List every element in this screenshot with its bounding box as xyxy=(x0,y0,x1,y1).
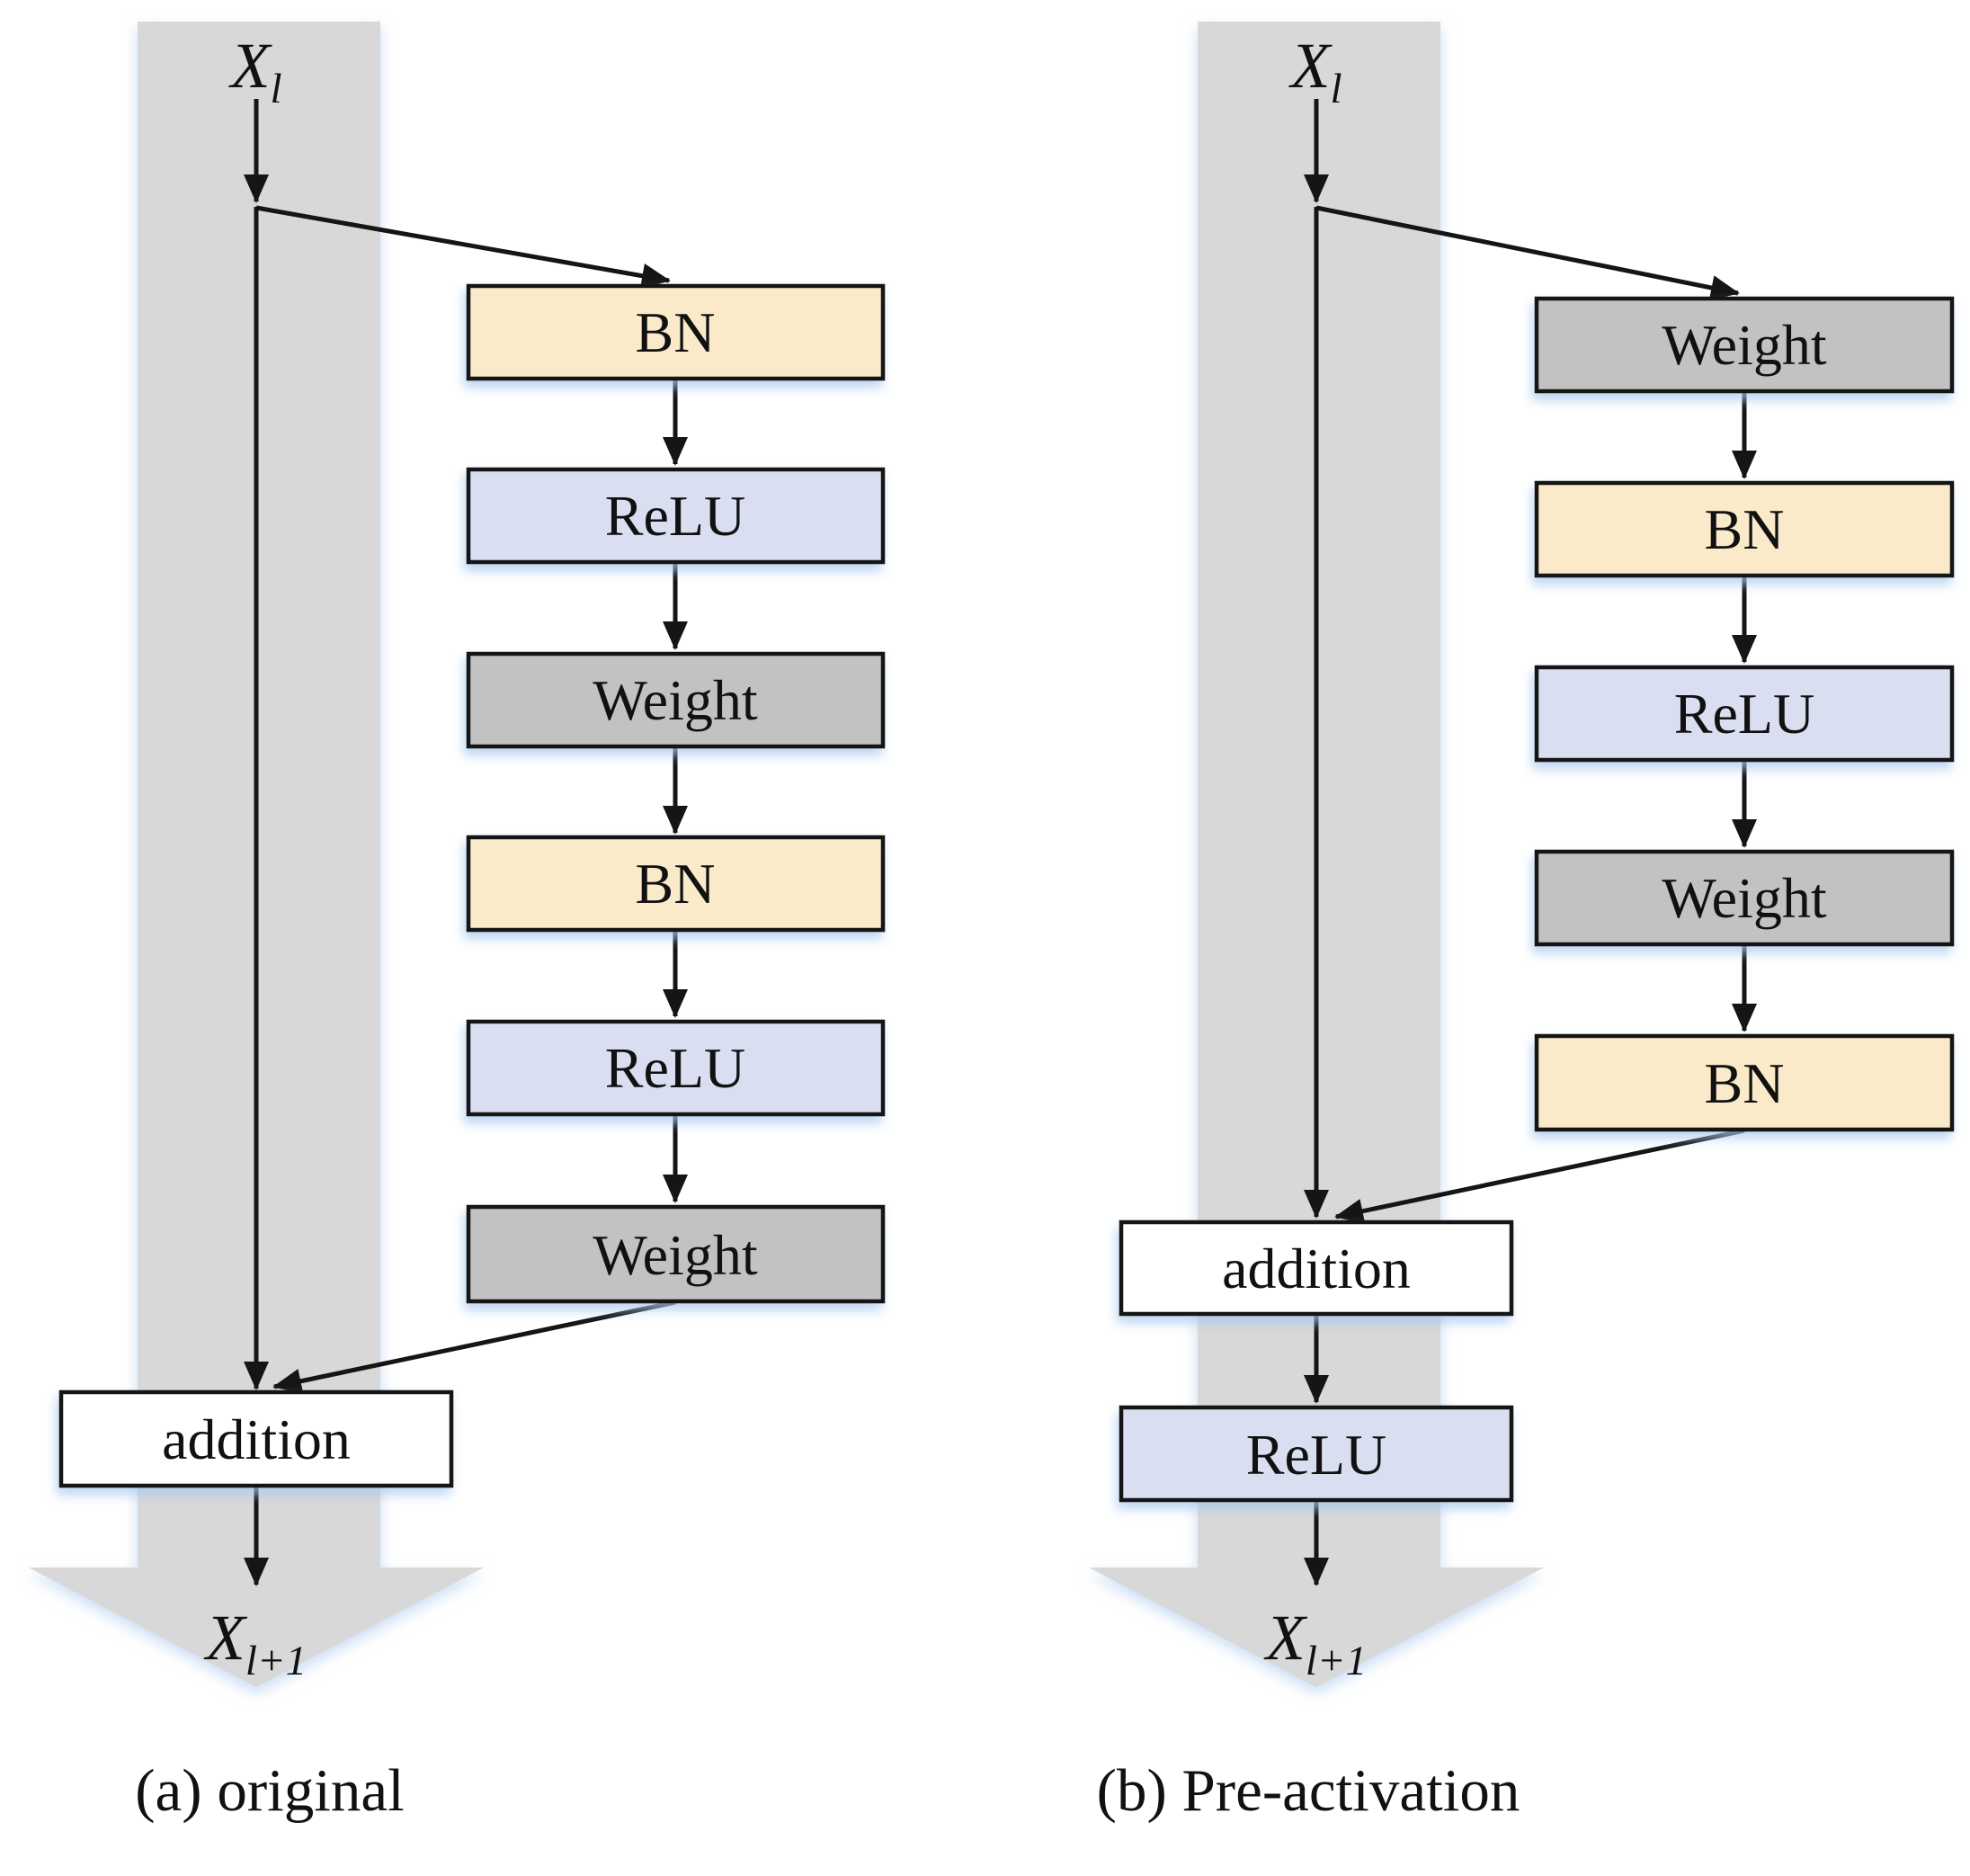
addition-box xyxy=(1119,1219,1514,1317)
branch-arrow xyxy=(255,205,671,289)
output-label: Xl+1 xyxy=(1263,1602,1367,1684)
block-label: ReLU xyxy=(605,1036,745,1100)
addition-label: addition xyxy=(162,1407,351,1471)
block-relu-1 xyxy=(466,467,886,565)
block-label: BN xyxy=(636,300,716,364)
block-weight-2 xyxy=(466,1204,886,1304)
block-relu-1 xyxy=(1534,665,1955,763)
block-label: Weight xyxy=(593,1223,757,1287)
addition-label: addition xyxy=(1222,1237,1411,1300)
block-label: BN xyxy=(1705,1051,1785,1115)
diagram-a: BN ReLU Weight BN ReLU Weight addition X… xyxy=(29,22,886,1824)
block-relu-2 xyxy=(466,1019,886,1117)
caption-a: (a) original xyxy=(135,1757,405,1824)
block-label: BN xyxy=(1705,497,1785,561)
output-label: Xl+1 xyxy=(203,1602,307,1684)
block-bn-1 xyxy=(466,283,886,381)
block-label: ReLU xyxy=(605,484,745,548)
block-bn-2 xyxy=(1534,1033,1955,1132)
block-label: ReLU xyxy=(1674,682,1814,746)
block-label: Weight xyxy=(1662,866,1826,930)
block-label: BN xyxy=(636,852,716,916)
block-weight-2 xyxy=(1534,849,1955,947)
block-bn-1 xyxy=(1534,480,1955,578)
block-bn-2 xyxy=(466,835,886,933)
block-label: Weight xyxy=(593,668,757,732)
input-label: Xl xyxy=(227,30,281,112)
block-relu-post xyxy=(1119,1405,1514,1503)
diagram-b: Weight BN ReLU Weight BN addition ReLU X… xyxy=(1089,22,1955,1824)
block-label: ReLU xyxy=(1246,1423,1386,1487)
input-label: Xl xyxy=(1288,30,1342,112)
branch-arrow xyxy=(1315,205,1740,300)
block-weight-1 xyxy=(466,651,886,749)
block-label: Weight xyxy=(1662,313,1826,377)
block-weight-1 xyxy=(1534,296,1955,394)
addition-box xyxy=(58,1389,454,1488)
caption-b: (b) Pre-activation xyxy=(1097,1757,1520,1824)
residual-to-addition-arrow xyxy=(272,1300,676,1394)
residual-to-addition-arrow xyxy=(1334,1128,1745,1224)
